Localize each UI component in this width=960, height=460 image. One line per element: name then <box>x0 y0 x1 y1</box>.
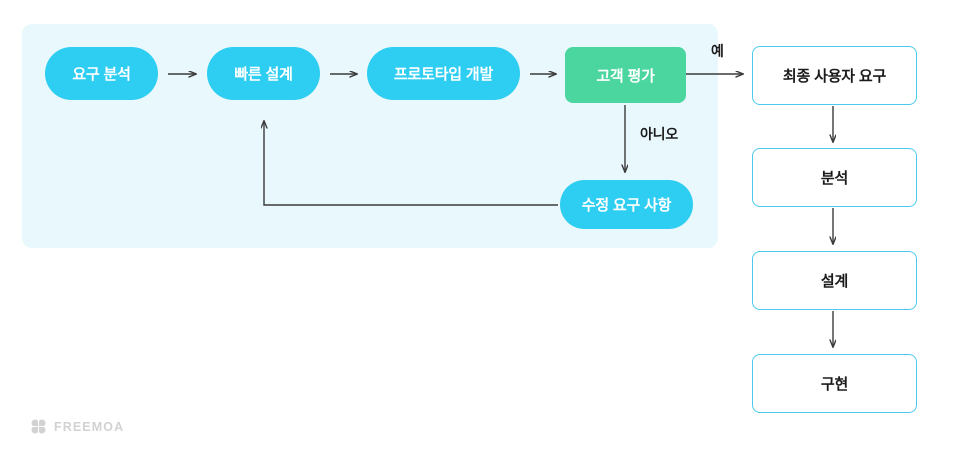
node-implementation-label: 구현 <box>820 376 849 393</box>
node-requirements[interactable]: 요구 분석 <box>45 47 158 100</box>
node-refine-requirements[interactable]: 수정 요구 사항 <box>560 180 693 229</box>
node-final-user-requirements[interactable]: 최종 사용자 요구 <box>752 46 917 105</box>
node-analysis[interactable]: 분석 <box>752 148 917 207</box>
freemoa-logo-icon <box>31 419 46 434</box>
footer-brand: FREEMOA <box>30 418 124 435</box>
edge-label-yes: 예 <box>711 43 724 59</box>
node-customer-evaluation[interactable]: 고객 평가 <box>565 47 686 103</box>
node-refine-requirements-label: 수정 요구 사항 <box>581 197 672 214</box>
node-prototype-dev-label: 프로토타입 개발 <box>393 66 494 83</box>
node-analysis-label: 분석 <box>820 170 849 187</box>
node-design[interactable]: 설계 <box>752 251 917 310</box>
node-design-label: 설계 <box>820 273 849 290</box>
node-prototype-dev[interactable]: 프로토타입 개발 <box>367 47 520 100</box>
node-quick-design-label: 빠른 설계 <box>234 66 293 83</box>
footer-brand-text: FREEMOA <box>54 419 125 434</box>
node-requirements-label: 요구 분석 <box>72 66 131 83</box>
edge-label-no: 아니오 <box>640 126 679 142</box>
node-quick-design[interactable]: 빠른 설계 <box>207 47 320 100</box>
node-customer-evaluation-label: 고객 평가 <box>596 67 655 85</box>
node-implementation[interactable]: 구현 <box>752 354 917 413</box>
node-final-user-requirements-label: 최종 사용자 요구 <box>782 68 887 85</box>
